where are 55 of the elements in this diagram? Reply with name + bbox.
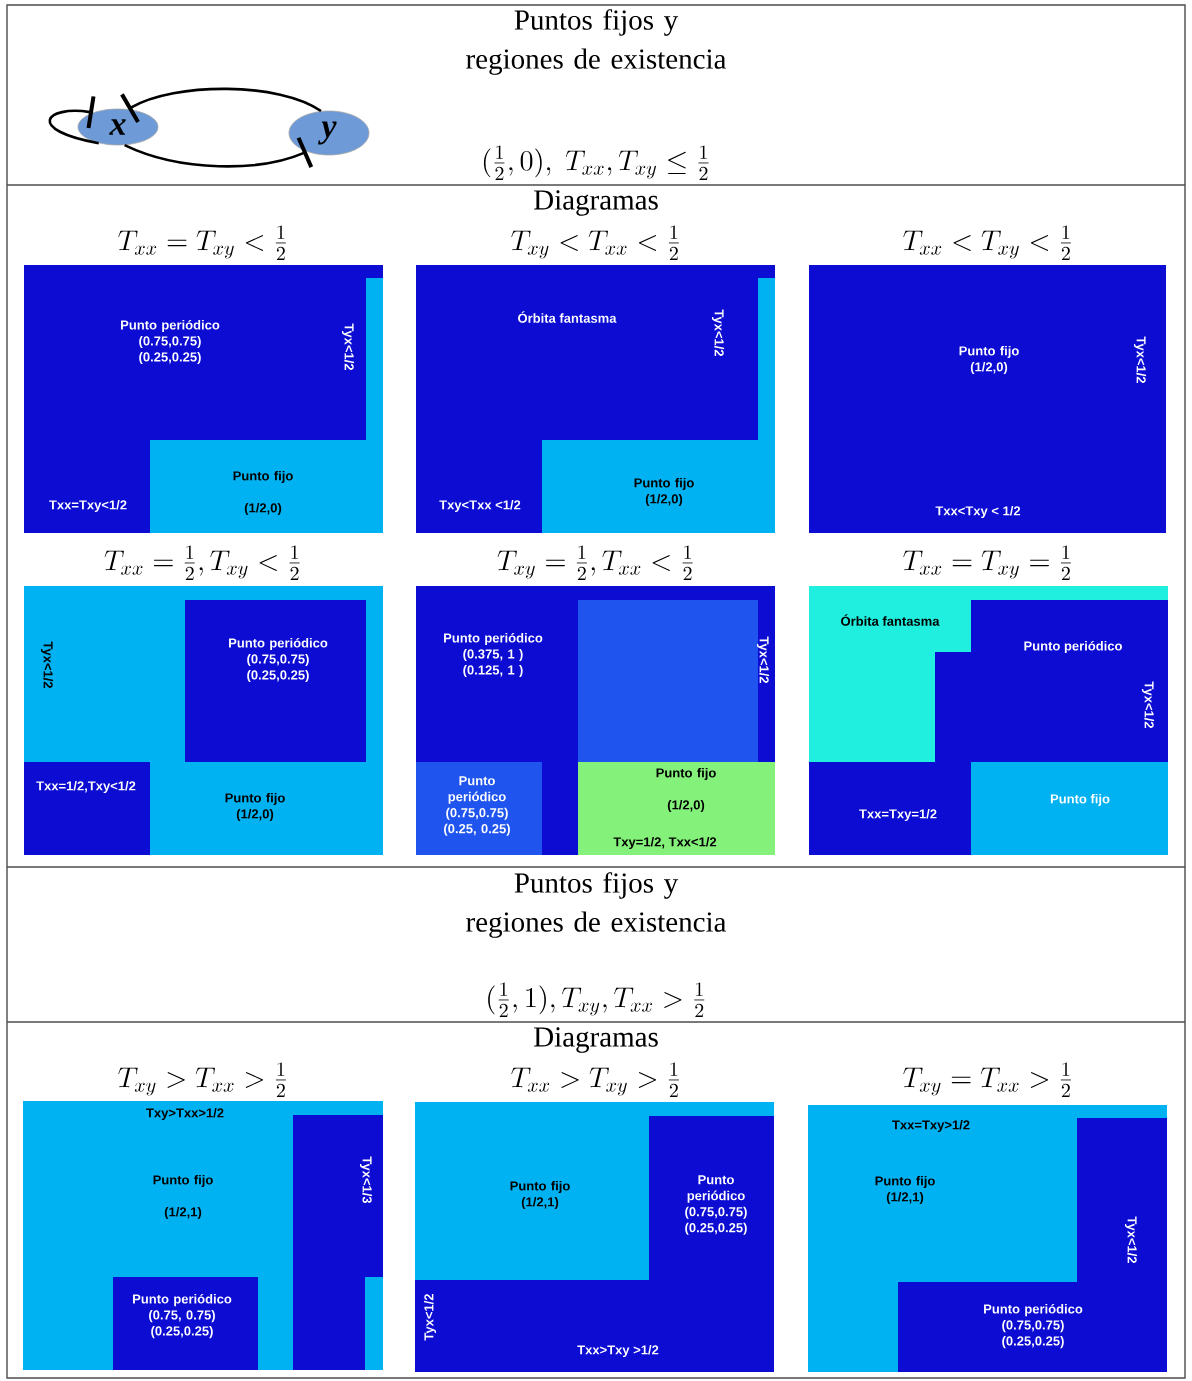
panel-heading: $T_{xy}<T_{xx}<\frac{1}{2}$ <box>511 225 679 261</box>
panel-heading: $T_{xx}<T_{xy}<\frac{1}{2}$ <box>903 225 1071 261</box>
panel-heading: $T_{xx}=T_{xy}=\frac{1}{2}$ <box>903 545 1071 581</box>
section-heading: Puntos fijos y regiones de existencia <box>466 9 727 75</box>
section-heading: Puntos fijos y regiones de existencia <box>466 872 727 938</box>
inhibition-arrow <box>48 96 99 145</box>
region-label: Punto fijo (1/2,0) <box>233 470 293 516</box>
region-label: Tyx<1/3 <box>359 1156 373 1204</box>
ellipse-node: y <box>288 110 370 156</box>
region-label: Punto periódico (0.75, 0.75) (0.25,0.25) <box>133 1293 232 1339</box>
region-label: Tyx<1/2 <box>1141 681 1155 729</box>
region-label: Punto fijo (1/2,0) <box>959 345 1019 375</box>
region-label: Txx<Txy < 1/2 <box>935 505 1021 519</box>
panel-heading: $T_{xx}=\frac{1}{2},T_{xy}<\frac{1}{2}$ <box>104 545 300 581</box>
region-label: Órbita fantasma <box>518 311 617 323</box>
region-label: Punto fijo (1/2,1) <box>153 1174 213 1220</box>
region-label: Tyx<1/2 <box>711 309 725 357</box>
panel-heading: $T_{xy}>T_{xx}>\frac{1}{2}$ <box>118 1062 286 1098</box>
region-label: Txx=1/2,Txy<1/2 <box>36 780 136 794</box>
region-label: Punto periódico <box>1024 640 1122 654</box>
region-label: Punto periódico (0.75,0.75) (0.25,0.25) <box>685 1175 747 1235</box>
region-label: Punto fijo (1/2,1) <box>875 1175 935 1205</box>
region-label: Punto fijo (1/2,0) <box>225 792 285 822</box>
panel-heading: $T_{xy}=T_{xx}>\frac{1}{2}$ <box>903 1062 1071 1098</box>
region-label: Punto fijo (1/2,1) <box>510 1180 570 1210</box>
panel-heading: $T_{xy}=\frac{1}{2},T_{xx}<\frac{1}{2}$ <box>497 545 693 581</box>
region-label: Txy=1/2, Txx<1/2 <box>613 836 717 850</box>
region-label: Punto periódico (0.75,0.75) (0.25,0.25) <box>121 319 220 365</box>
region-label: Txy>Txx>1/2 <box>146 1107 224 1121</box>
region-label: Txx>Txy >1/2 <box>577 1344 659 1358</box>
region-label: Punto fijo (1/2,0) <box>656 767 716 813</box>
region-label: Tyx<1/2 <box>341 323 355 371</box>
region-label: Tyx<1/2 <box>423 1294 437 1341</box>
region-label: Punto periódico (0.75,0.75) (0.25,0.25) <box>984 1303 1083 1349</box>
region-label: Txx=Txy>1/2 <box>892 1119 970 1133</box>
region-label: Tyx<1/2 <box>1133 336 1147 384</box>
region-label: Txx=Txy<1/2 <box>49 499 127 513</box>
panel-heading: $T_{xx}=T_{xy}<\frac{1}{2}$ <box>118 225 286 261</box>
region-label: Txy<Txx <1/2 <box>439 499 521 513</box>
section-heading: Diagramas <box>534 1027 658 1053</box>
region-label: Txx=Txy=1/2 <box>859 808 937 822</box>
formula-heading: $(\frac{1}{2},1),T_{xy},T_{xx}>\frac{1}{2}$ <box>488 982 705 1018</box>
region-label: Tyx<1/2 <box>1124 1216 1138 1264</box>
panel-heading: $T_{xx}>T_{xy}>\frac{1}{2}$ <box>511 1062 679 1098</box>
region-label: Punto periódico (0.75,0.75) (0.25, 0.25) <box>444 776 510 836</box>
formula-heading: $(\frac{1}{2},0),\;T_{xx},T_{xy}\leq\frac{1}{2}$ <box>483 145 709 181</box>
region-label: Tyx<1/2 <box>40 641 54 689</box>
ellipse-node: x <box>77 108 159 146</box>
region-label: Tyx<1/2 <box>756 636 770 684</box>
region-label: Punto periódico (0.75,0.75) (0.25,0.25) <box>229 637 328 683</box>
region-label: Punto fijo <box>1050 793 1110 807</box>
region-label: Punto fijo (1/2,0) <box>634 477 694 507</box>
region-label: Punto periódico (0.375, 1 ) (0.125, 1 ) <box>444 632 543 678</box>
section-heading: Diagramas <box>534 190 658 216</box>
region-label: Órbita fantasma <box>841 614 940 626</box>
